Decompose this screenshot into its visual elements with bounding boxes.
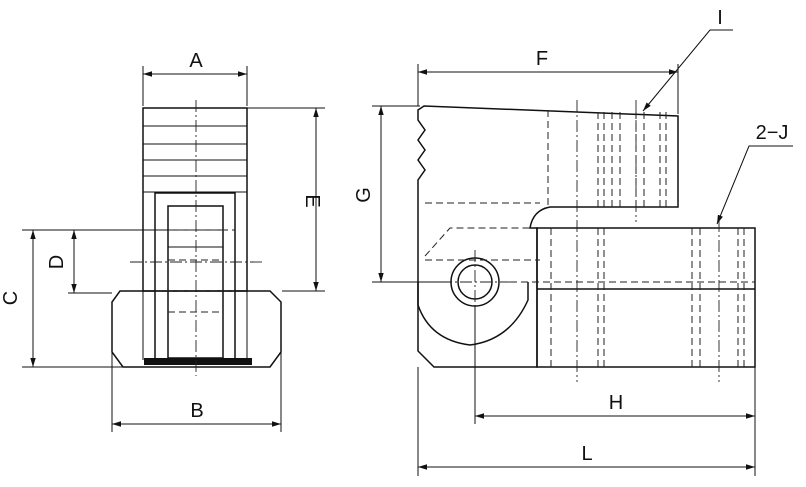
side-jaw-hidden-lines — [547, 110, 667, 207]
label-i: I — [717, 7, 723, 29]
side-body-outline — [417, 105, 679, 368]
dim-label-d: D — [46, 255, 68, 269]
leader-j — [716, 145, 793, 225]
front-jaw-body — [142, 107, 248, 292]
dim-label-e: E — [301, 194, 323, 207]
front-base-plate — [111, 290, 282, 368]
dim-label-h: H — [609, 392, 623, 414]
front-bottom-strip — [144, 358, 252, 365]
side-lower-rail — [536, 227, 756, 368]
dim-label-a: A — [189, 50, 203, 72]
leader-i — [642, 29, 733, 112]
front-t-nut — [167, 205, 224, 359]
side-view — [417, 100, 756, 382]
side-dimensions: F G H L I 2−J — [353, 7, 793, 476]
dim-label-g: G — [353, 187, 375, 203]
dim-label-l: L — [581, 443, 592, 465]
side-rail-hidden-lines — [550, 228, 745, 367]
dim-label-c: C — [0, 291, 22, 305]
label-2-j: 2−J — [756, 122, 789, 144]
front-dimensions: A E D C B — [0, 50, 325, 432]
side-pivot-housing — [417, 282, 529, 346]
dim-label-f: F — [536, 48, 548, 70]
dim-label-b: B — [190, 400, 203, 422]
front-view — [111, 100, 282, 376]
front-jaw-serrations — [143, 125, 247, 193]
